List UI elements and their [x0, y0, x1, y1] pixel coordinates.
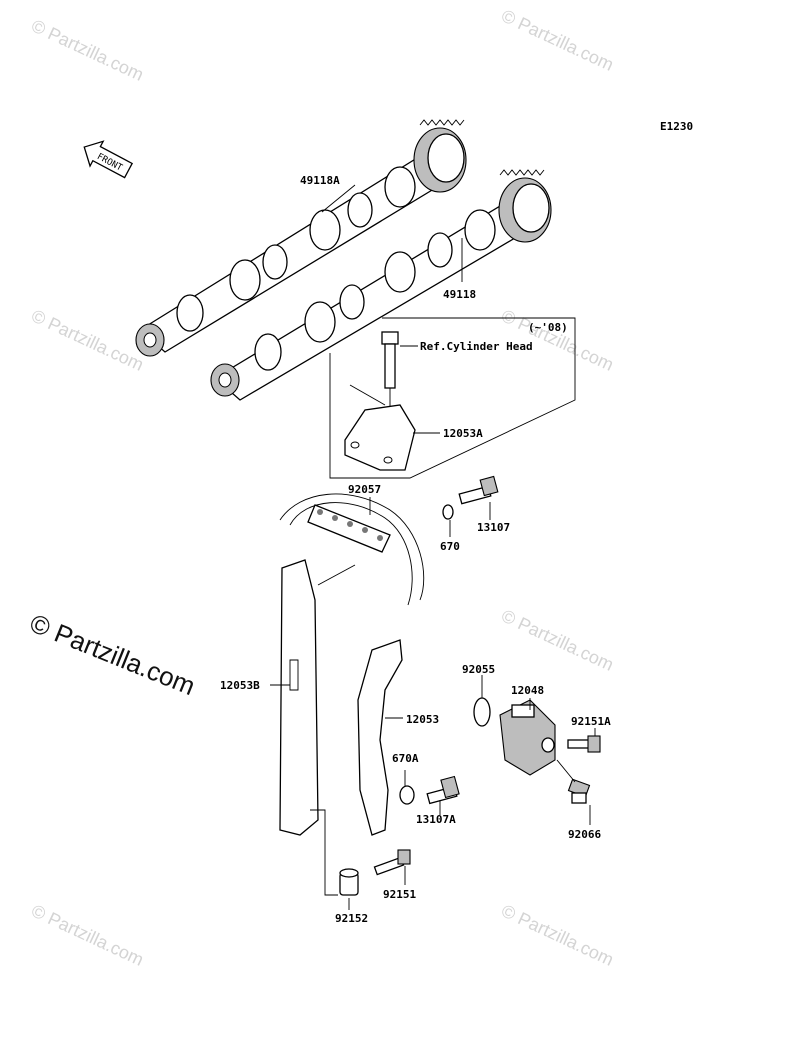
camshaft-49118: [210, 169, 552, 401]
watermark: © Partzilla.com: [28, 900, 146, 969]
callout-12053a[interactable]: 12053A: [443, 427, 483, 440]
chain-guide-12053: [357, 639, 403, 836]
copyright-brand: © Partzilla.com: [26, 608, 200, 701]
callout-670a[interactable]: 670A: [392, 752, 419, 765]
callout-92152[interactable]: 92152: [335, 912, 368, 925]
watermark: © Partzilla.com: [498, 5, 616, 74]
variant-label: (~'08): [528, 321, 568, 334]
camshaft-49118a: [135, 119, 467, 357]
callout-49118a[interactable]: 49118A: [300, 174, 340, 187]
callout-13107a[interactable]: 13107A: [416, 813, 456, 826]
ref-cylinder-head-label: Ref.Cylinder Head: [420, 340, 533, 353]
watermark: © Partzilla.com: [28, 15, 146, 84]
callout-13107[interactable]: 13107: [477, 521, 510, 534]
callout-92057[interactable]: 92057: [348, 483, 381, 496]
plug-92066: [556, 759, 591, 825]
callout-92151a[interactable]: 92151A: [571, 715, 611, 728]
chain-guide-12053b: [270, 559, 338, 896]
watermark: © Partzilla.com: [28, 305, 146, 374]
pin-13107a: [426, 775, 460, 815]
oring-92055: [473, 675, 491, 727]
cam-chain-92057: [279, 493, 425, 606]
watermark: © Partzilla.com: [498, 900, 616, 969]
callout-12048[interactable]: 12048: [511, 684, 544, 697]
callout-670[interactable]: 670: [440, 540, 460, 553]
watermarks: © Partzilla.com © Partzilla.com © Partzi…: [28, 5, 616, 969]
watermark: © Partzilla.com: [498, 605, 616, 674]
callout-92066[interactable]: 92066: [568, 828, 601, 841]
diagram-code: E1230: [660, 120, 693, 133]
bolt-92151: [373, 849, 411, 885]
oring-670a: [399, 770, 415, 805]
bolt-92151a: [567, 728, 601, 753]
callout-labels: 49118A 49118 12053A 92057 13107 670 1205…: [220, 174, 611, 925]
tensioner-12048: [499, 698, 556, 776]
callout-49118[interactable]: 49118: [443, 288, 476, 301]
washer-670: [442, 504, 454, 537]
front-arrow-icon: FRONT: [83, 140, 134, 179]
callout-12053b[interactable]: 12053B: [220, 679, 260, 692]
pin-13107: [458, 475, 499, 520]
callout-12053[interactable]: 12053: [406, 713, 439, 726]
reference-box: (~'08) Ref.Cylinder Head: [329, 317, 576, 479]
callout-92055[interactable]: 92055: [462, 663, 495, 676]
callout-92151[interactable]: 92151: [383, 888, 416, 901]
collar-92152: [339, 868, 359, 910]
